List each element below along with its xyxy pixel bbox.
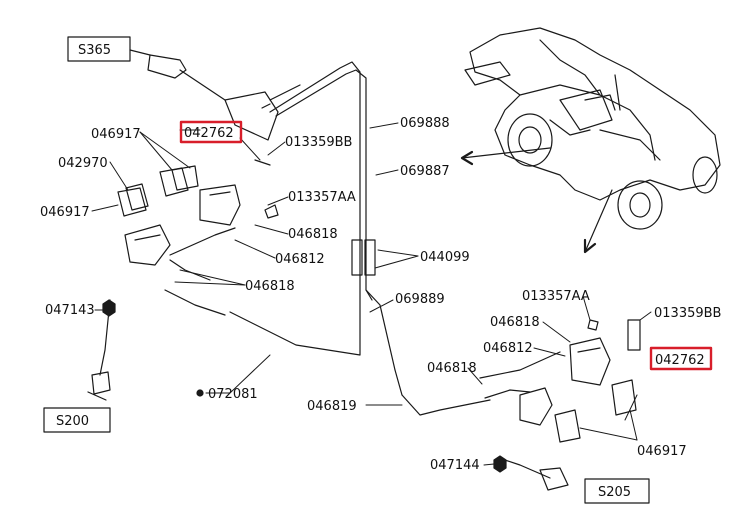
machine-illustration [464, 27, 721, 230]
label-069887: 069887 [400, 164, 450, 179]
label-046818-b: 046818 [245, 279, 295, 294]
highlight-box-042762-right [649, 346, 713, 371]
part-labels: S365 S200 S205 042762 042762 013359BB 01… [40, 43, 721, 500]
label-046917-left: 046917 [40, 205, 90, 220]
box-s205 [584, 478, 650, 504]
hex-nut-047143 [102, 299, 116, 317]
brake-lines [229, 61, 403, 396]
label-s200: S200 [56, 414, 89, 429]
hex-nut-047144 [493, 455, 507, 473]
pointer-arrows [460, 147, 613, 254]
right-brake-assembly [401, 319, 641, 491]
label-013359BB-right: 013359BB [654, 306, 721, 321]
label-044099: 044099 [420, 250, 470, 265]
label-042762-right: 042762 [655, 353, 705, 368]
label-072081: 072081 [208, 387, 258, 402]
label-s365: S365 [78, 43, 111, 58]
label-069889: 069889 [395, 292, 445, 307]
label-069888: 069888 [400, 116, 450, 131]
box-s365 [67, 36, 131, 62]
label-042970: 042970 [58, 156, 108, 171]
left-brake-assembly [87, 49, 301, 401]
label-046812-left: 046812 [275, 252, 325, 267]
label-046819: 046819 [307, 399, 357, 414]
fitting-dot-072081 [196, 389, 204, 397]
label-046917-right: 046917 [637, 444, 687, 459]
label-047144: 047144 [430, 458, 480, 473]
label-013357AA-left: 013357AA [288, 190, 356, 205]
leader-lines [91, 122, 652, 466]
label-013357AA-right: 013357AA [522, 289, 590, 304]
label-013359BB-left: 013359BB [285, 135, 352, 150]
label-046917-top: 046917 [91, 127, 141, 142]
label-046818-c: 046818 [490, 315, 540, 330]
label-046812-right: 046812 [483, 341, 533, 356]
box-s200 [43, 407, 111, 433]
highlight-box-042762-left [179, 120, 243, 144]
label-s205: S205 [598, 485, 631, 500]
label-042762-left: 042762 [184, 126, 234, 141]
label-046818-a: 046818 [288, 227, 338, 242]
label-046818-d: 046818 [427, 361, 477, 376]
label-047143: 047143 [45, 303, 95, 318]
